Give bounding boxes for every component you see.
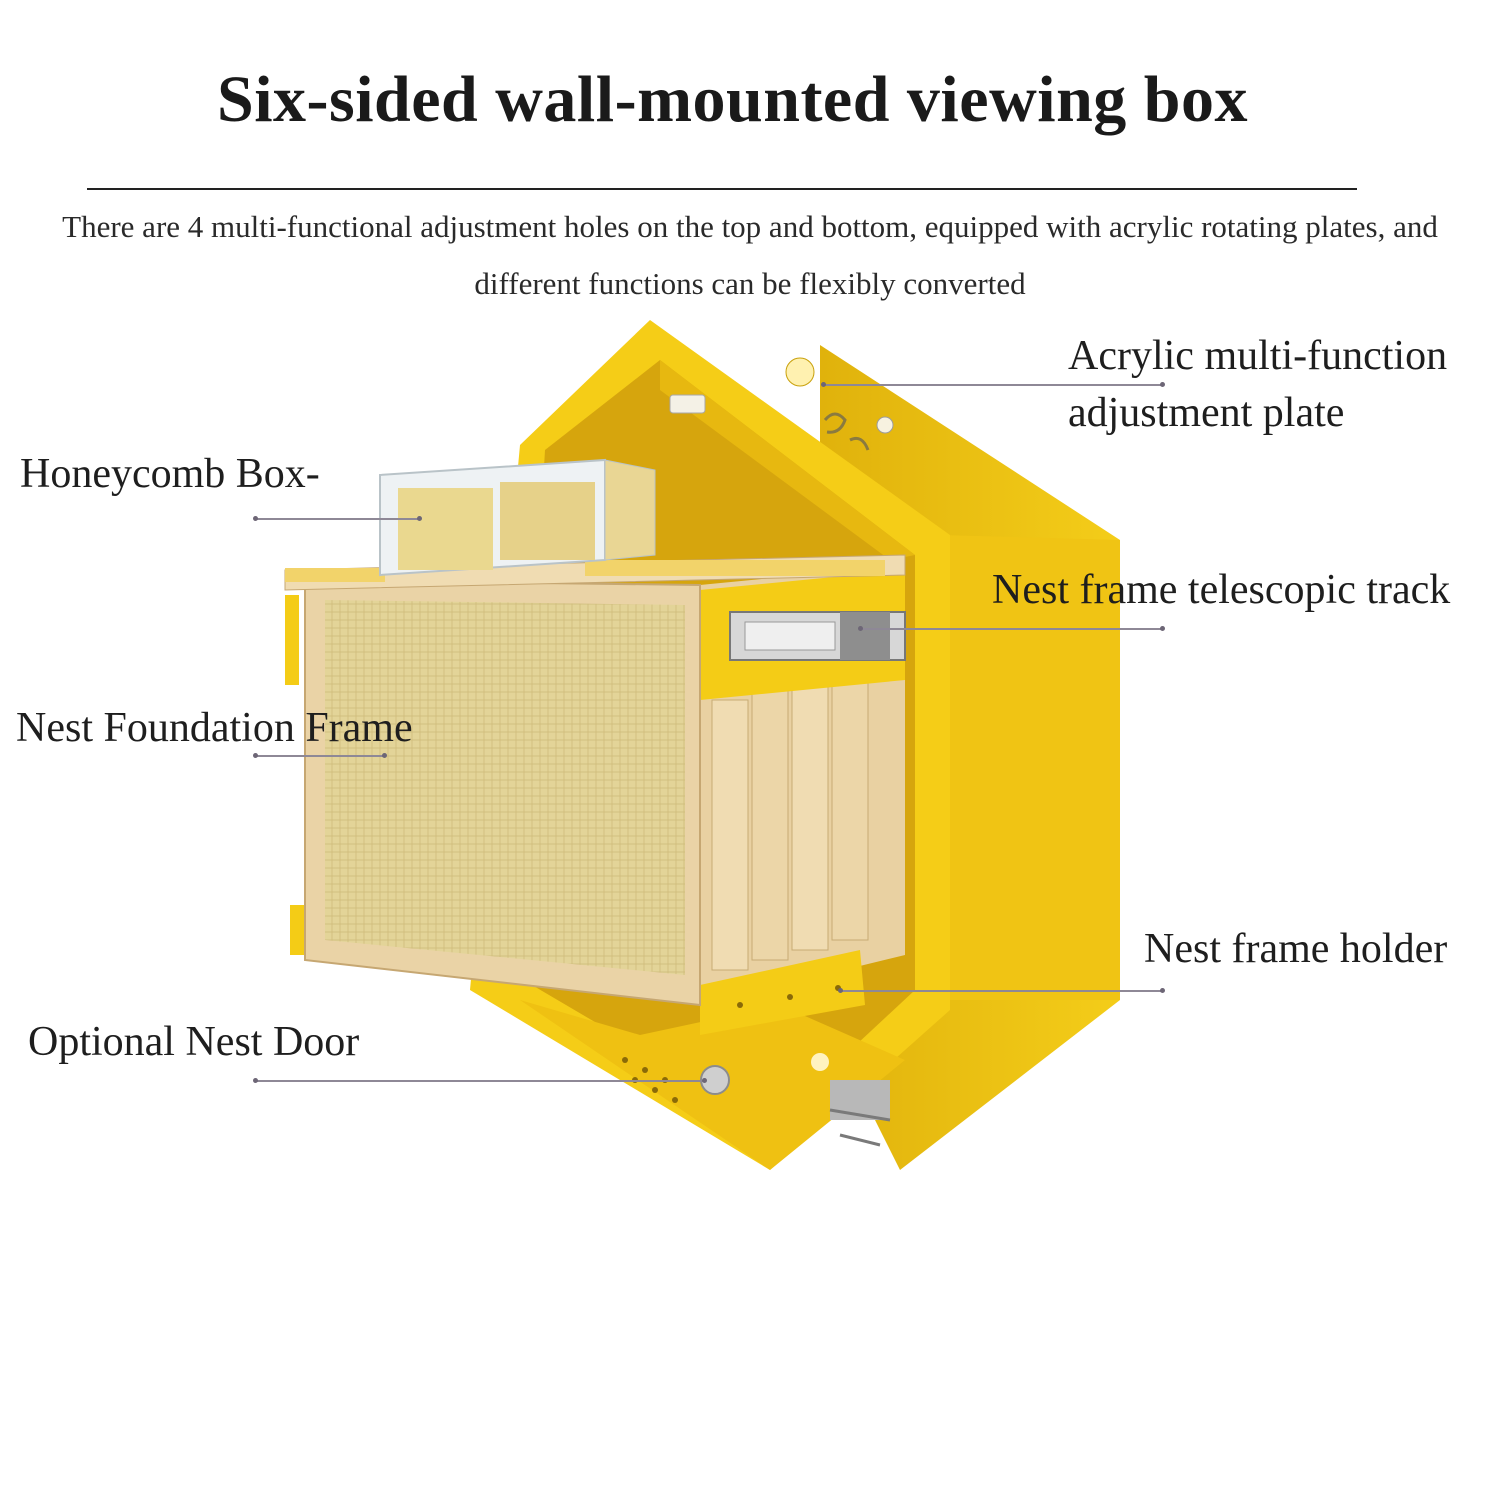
callout-acrylic-plate: Acrylic multi-function adjustment plate (1068, 333, 1448, 436)
leader-acrylic-plate (821, 382, 1165, 387)
subtitle-description: There are 4 multi-functional adjustment … (62, 209, 1438, 301)
leader-foundation-frame (253, 753, 387, 758)
leader-frame-holder (838, 988, 1165, 993)
callout-honeycomb-box: Honeycomb Box- (20, 451, 320, 497)
callout-foundation-frame: Nest Foundation Frame (16, 705, 413, 751)
callout-telescopic-track: Nest frame telescopic track (992, 567, 1451, 613)
title-divider (87, 188, 1357, 190)
page-title: Six-sided wall-mounted viewing box (217, 63, 1248, 136)
leader-telescopic-track (858, 626, 1165, 631)
nest-frame-drawer (284, 554, 906, 1035)
callout-nest-door: Optional Nest Door (28, 1019, 360, 1065)
honeycomb-box (379, 458, 656, 577)
leader-honeycomb-box (253, 516, 422, 521)
callout-frame-holder: Nest frame holder (1144, 926, 1448, 972)
leader-nest-door (253, 1078, 707, 1083)
